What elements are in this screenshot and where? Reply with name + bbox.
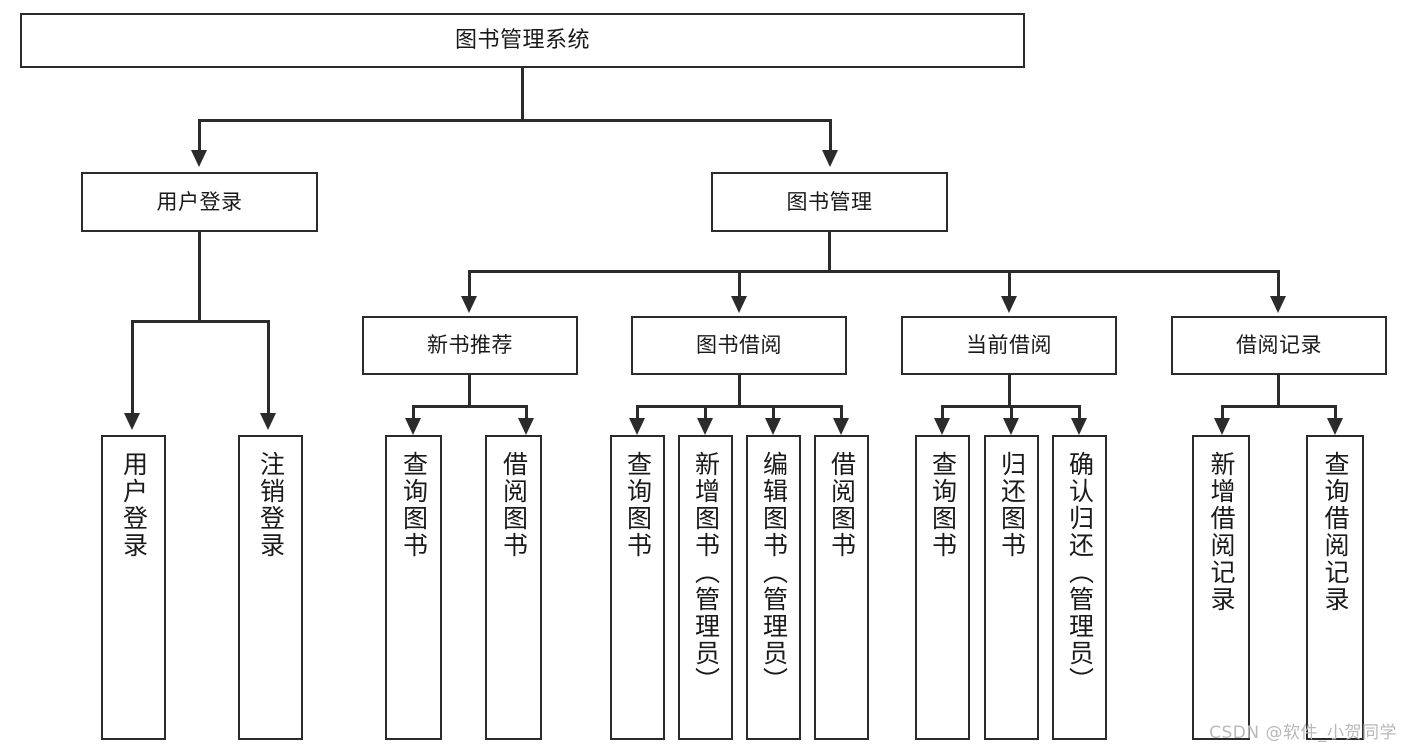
node-label: 归还图书 <box>997 451 1027 559</box>
connector-borrow-record-stem <box>1277 375 1280 407</box>
connector-root-to-book-management <box>829 119 832 152</box>
connector-book-borrow-bar <box>636 405 843 408</box>
connector-nb-to-leaf-0 <box>412 405 415 421</box>
connector-bm-to-current-borrow <box>1008 270 1011 298</box>
connector-root-stem <box>521 68 524 120</box>
arrow-cb-to-leaf-2 <box>1071 418 1087 435</box>
arrow-bb-to-leaf-2 <box>765 418 781 435</box>
leaf-book-borrow-1[interactable]: 新增图书（管理员） <box>678 435 733 740</box>
node-label: 新增借阅记录 <box>1207 451 1236 613</box>
node-label: 新书推荐 <box>427 333 513 358</box>
connector-borrow-record-bar <box>1221 405 1337 408</box>
connector-br-to-leaf-0 <box>1221 405 1224 421</box>
node-label: 查询图书 <box>399 451 429 559</box>
arrow-user-login-to-leaf-1 <box>260 413 276 430</box>
arrow-root-to-user-login <box>191 150 207 167</box>
node-borrow-record[interactable]: 借阅记录 <box>1171 316 1387 375</box>
node-label: 借阅图书 <box>499 451 529 559</box>
arrow-br-to-leaf-0 <box>1214 418 1230 435</box>
node-label: 借阅记录 <box>1236 333 1322 358</box>
node-label: 查询借阅记录 <box>1321 451 1350 613</box>
connector-bb-to-leaf-1 <box>704 405 707 421</box>
arrow-nb-to-leaf-1 <box>518 418 534 435</box>
node-book-management[interactable]: 图书管理 <box>711 172 948 232</box>
arrow-bm-to-book-borrow <box>731 296 747 313</box>
leaf-current-borrow-1[interactable]: 归还图书 <box>984 435 1039 740</box>
node-label: 查询图书 <box>623 451 653 559</box>
arrow-bm-to-new-book <box>461 296 477 313</box>
connector-user-login-to-leaf-1 <box>267 320 270 415</box>
leaf-new-book-0[interactable]: 查询图书 <box>385 435 442 740</box>
node-label: 注销登录 <box>256 451 286 559</box>
node-label: 用户登录 <box>119 451 149 559</box>
node-root-book-management-system[interactable]: 图书管理系统 <box>20 13 1025 68</box>
connector-bm-to-borrow-record <box>1277 270 1280 298</box>
connector-cb-to-leaf-2 <box>1078 405 1081 421</box>
leaf-book-borrow-3[interactable]: 借阅图书 <box>814 435 869 740</box>
connector-book-management-stem <box>828 232 831 272</box>
arrow-bm-to-current-borrow <box>1001 296 1017 313</box>
node-label: 借阅图书 <box>827 451 857 559</box>
leaf-current-borrow-2[interactable]: 确认归还（管理员） <box>1052 435 1107 740</box>
arrow-bb-to-leaf-3 <box>833 418 849 435</box>
connector-user-login-stem <box>198 232 201 322</box>
connector-bm-to-new-book <box>468 270 471 298</box>
node-label: 图书管理 <box>786 189 873 214</box>
arrow-bb-to-leaf-0 <box>629 418 645 435</box>
connector-bb-to-leaf-3 <box>840 405 843 421</box>
arrow-root-to-book-management <box>822 150 838 167</box>
leaf-borrow-record-1[interactable]: 查询借阅记录 <box>1306 435 1364 740</box>
connector-nb-to-leaf-1 <box>525 405 528 421</box>
connector-book-management-bar <box>468 270 1280 273</box>
node-label: 查询图书 <box>928 451 958 559</box>
node-label: 新增图书（管理员） <box>691 451 721 694</box>
connector-user-login-to-leaf-0 <box>131 320 134 415</box>
csdn-watermark: CSDN @软件_小贺同学 <box>1209 723 1397 743</box>
connector-bb-to-leaf-2 <box>772 405 775 421</box>
leaf-user-login-0[interactable]: 用户登录 <box>101 435 166 740</box>
connector-cb-to-leaf-0 <box>941 405 944 421</box>
connector-new-book-bar <box>412 405 528 408</box>
arrow-user-login-to-leaf-0 <box>124 413 140 430</box>
node-label: 编辑图书（管理员） <box>759 451 789 694</box>
arrow-nb-to-leaf-0 <box>405 418 421 435</box>
node-label: 图书管理系统 <box>454 27 590 53</box>
node-label: 确认归还（管理员） <box>1065 451 1095 694</box>
connector-bm-to-book-borrow <box>738 270 741 298</box>
arrow-br-to-leaf-1 <box>1327 418 1343 435</box>
arrow-bm-to-borrow-record <box>1270 296 1286 313</box>
leaf-current-borrow-0[interactable]: 查询图书 <box>915 435 970 740</box>
leaf-new-book-1[interactable]: 借阅图书 <box>485 435 542 740</box>
node-label: 用户登录 <box>156 189 243 214</box>
connector-root-to-user-login <box>198 119 201 152</box>
node-current-borrow[interactable]: 当前借阅 <box>901 316 1117 375</box>
leaf-book-borrow-0[interactable]: 查询图书 <box>610 435 665 740</box>
node-user-login[interactable]: 用户登录 <box>81 172 318 232</box>
leaf-book-borrow-2[interactable]: 编辑图书（管理员） <box>746 435 801 740</box>
connector-cb-to-leaf-1 <box>1010 405 1013 421</box>
connector-root-bar <box>198 119 832 122</box>
connector-book-borrow-stem <box>738 375 741 407</box>
node-new-book-recommend[interactable]: 新书推荐 <box>362 316 578 375</box>
connector-br-to-leaf-1 <box>1334 405 1337 421</box>
node-label: 图书借阅 <box>696 333 782 358</box>
arrow-bb-to-leaf-1 <box>697 418 713 435</box>
arrow-cb-to-leaf-1 <box>1003 418 1019 435</box>
connector-user-login-bar <box>131 320 270 323</box>
leaf-borrow-record-0[interactable]: 新增借阅记录 <box>1192 435 1250 740</box>
arrow-cb-to-leaf-0 <box>934 418 950 435</box>
leaf-user-login-1[interactable]: 注销登录 <box>238 435 303 740</box>
connector-bb-to-leaf-0 <box>636 405 639 421</box>
node-book-borrow[interactable]: 图书借阅 <box>631 316 847 375</box>
connector-current-borrow-stem <box>1008 375 1011 407</box>
node-label: 当前借阅 <box>966 333 1052 358</box>
connector-new-book-stem <box>468 375 471 407</box>
